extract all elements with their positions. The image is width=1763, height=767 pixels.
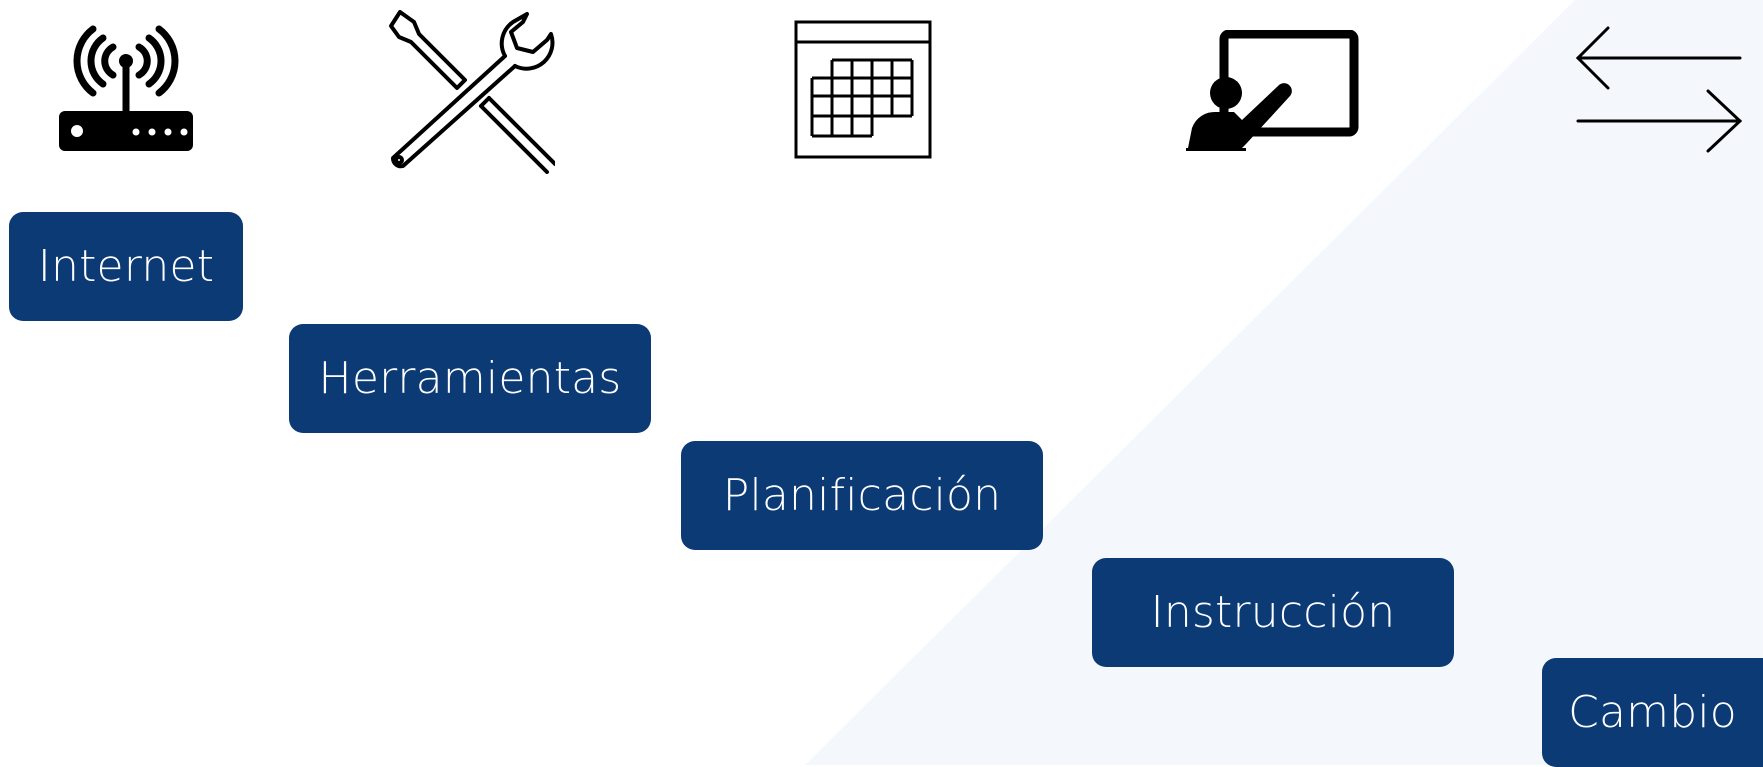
tools-icon [389,10,555,174]
wifi-router-icon [59,25,193,151]
step-planificacion: Planificación [681,441,1043,550]
calendar-icon [794,20,932,159]
exchange-arrows-icon [1575,26,1742,153]
step-instruccion: Instrucción [1092,558,1454,667]
step-internet: Internet [9,212,243,321]
presentation-icon [1186,30,1359,151]
step-herramientas: Herramientas [289,324,651,433]
step-cambio: Cambio [1542,658,1763,767]
